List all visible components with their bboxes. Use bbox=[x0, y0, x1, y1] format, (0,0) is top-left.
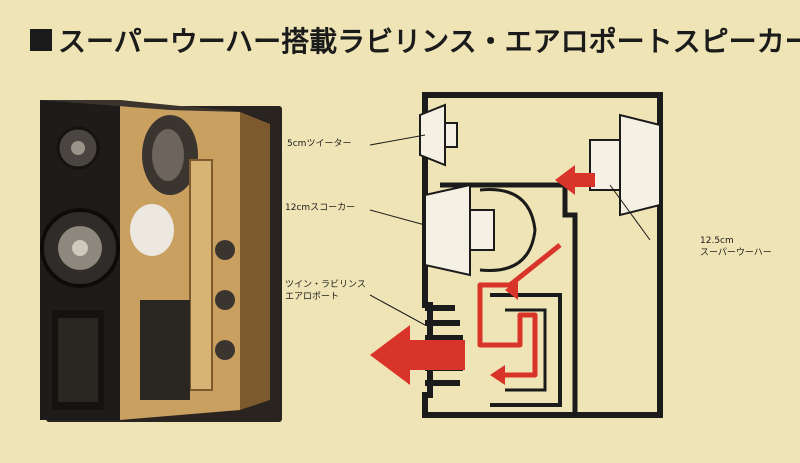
title-row: スーパーウーハー搭載ラビリンス・エアロポートスピーカー bbox=[30, 20, 800, 60]
label-superwoofer-line1: 12.5cm bbox=[700, 236, 734, 246]
tweeter-drawing bbox=[419, 103, 458, 167]
superwoofer-drawing bbox=[589, 113, 661, 217]
labyrinth-flow-path bbox=[477, 243, 562, 378]
title-bullet-square bbox=[30, 29, 52, 51]
squawker-drawing bbox=[424, 183, 537, 277]
page-title: スーパーウーハー搭載ラビリンス・エアロポートスピーカー bbox=[58, 25, 800, 58]
label-superwoofer-line2: スーパーウーハー bbox=[700, 248, 772, 258]
label-squawker: 12cmスコーカー bbox=[285, 203, 356, 213]
label-twin-labyrinth-line2: エアロポート bbox=[285, 292, 340, 302]
label-twin-labyrinth-line1: ツイン・ラビリンス bbox=[285, 280, 366, 290]
labyrinth-cross-section-diagram bbox=[369, 92, 663, 418]
woofer-flow-arrow bbox=[555, 165, 595, 195]
label-tweeter: 5cmツイーター bbox=[287, 139, 352, 149]
output-arrow bbox=[370, 325, 465, 385]
inner-divider bbox=[440, 182, 578, 415]
speaker-cutaway-photo bbox=[40, 100, 282, 422]
